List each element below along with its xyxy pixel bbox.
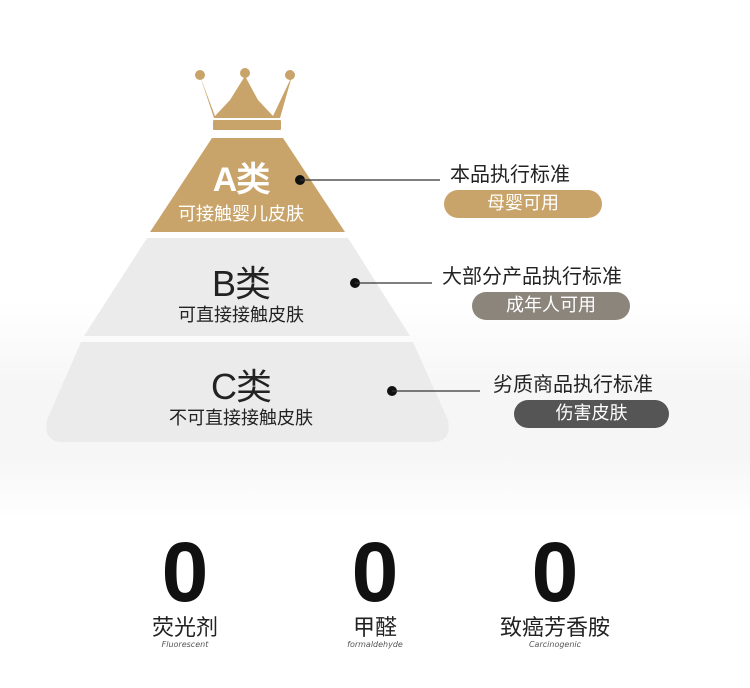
carcinogenic-zero: 0: [531, 525, 579, 619]
connector-c: [387, 386, 480, 396]
tier-a-shape: [150, 138, 345, 232]
fluorescent-zero: 0: [161, 525, 209, 619]
standard-pill-a: 母婴可用: [444, 190, 602, 218]
standard-label-c: 劣质商品执行标准: [493, 372, 653, 396]
tier-a-title: A类: [212, 161, 271, 199]
standard-pill-b: 成年人可用: [472, 292, 630, 320]
tier-c-description: 不可直接接触皮肤: [169, 408, 313, 429]
tier-a-description: 可接触婴儿皮肤: [178, 204, 304, 225]
connector-a: [295, 175, 440, 185]
connector-b: [350, 278, 432, 288]
carcinogenic-label: 致癌芳香胺: [499, 616, 610, 641]
tier-b-shape: [84, 238, 410, 336]
standard-label-b: 大部分产品执行标准: [442, 264, 622, 288]
formaldehyde-english: formaldehyde: [347, 640, 403, 649]
fluorescent-label: 荧光剂: [151, 616, 218, 641]
crown-icon: [195, 68, 295, 130]
tier-b-title: B类: [211, 263, 271, 304]
tier-c-shape: [46, 342, 449, 442]
standard-label-a: 本品执行标准: [450, 162, 570, 186]
fluorescent-english: Fluorescent: [161, 640, 209, 649]
formaldehyde-label: 甲醛: [352, 616, 397, 641]
tier-b-description: 可直接接触皮肤: [178, 305, 304, 326]
tier-c-title: C类: [211, 366, 272, 407]
standard-pill-c: 伤害皮肤: [514, 400, 669, 428]
formaldehyde-zero: 0: [351, 525, 399, 619]
carcinogenic-english: Carcinogenic: [528, 640, 582, 649]
